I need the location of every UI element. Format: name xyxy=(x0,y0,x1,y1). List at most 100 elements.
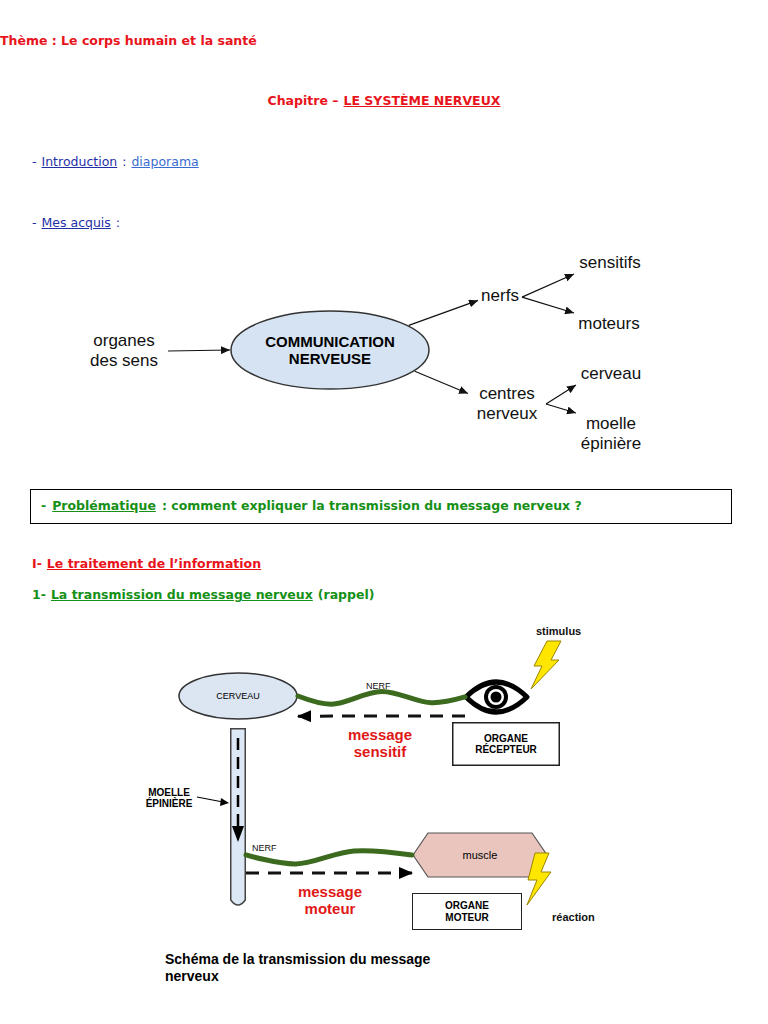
node-text: moteurs xyxy=(578,314,639,334)
text-row: Chapitre – LE SYSTÈME NERVEUX xyxy=(0,94,768,108)
eye-pupil xyxy=(491,692,502,703)
heading-text: Le traitement de l’information xyxy=(47,557,261,571)
concept-ellipse: COMMUNICATION NERVEUSE xyxy=(230,310,430,390)
node-text-group: organes des sens xyxy=(80,332,168,370)
heading-text: 1- xyxy=(32,588,46,602)
problem-box: -Problématique : comment expliquer la tra… xyxy=(30,489,732,524)
stimulus-lightning xyxy=(531,641,561,689)
leader-arrowhead xyxy=(220,798,229,806)
heading-text: I- xyxy=(32,557,42,571)
annotation-label: réaction xyxy=(552,911,595,924)
node-text-group: moelle épinière xyxy=(576,413,646,455)
eye-iris xyxy=(484,685,508,709)
concept-term: moteurs xyxy=(574,313,644,335)
node-text-group: COMMUNICATION NERVEUSE xyxy=(230,310,430,390)
concept-term: nerfs xyxy=(478,285,522,307)
node-text: moelle épinière xyxy=(576,414,646,453)
node-text-group: centres nerveux xyxy=(468,383,546,425)
node-text: : comment expliquer la transmission du m… xyxy=(162,499,582,513)
heading-text: - xyxy=(32,216,37,230)
node-text-group: sensitifs xyxy=(574,252,646,274)
text-row: -Mes acquis: xyxy=(32,216,120,230)
concept-term: centres nerveux xyxy=(468,383,546,425)
node-text-group: MOELLE ÉPINIÈRE xyxy=(140,784,198,812)
node-text: centres nerveux xyxy=(468,384,546,423)
heading-text: La transmission du message nerveux xyxy=(51,588,313,602)
node-text-group: -Problématique : comment expliquer la tra… xyxy=(31,490,731,523)
concept-term: moelle épinière xyxy=(576,413,646,455)
heading-text: : xyxy=(122,155,126,169)
heading-text: LE SYSTÈME NERVEUX xyxy=(344,94,501,108)
leader-line xyxy=(197,797,223,802)
node-text: COMMUNICATION NERVEUSE xyxy=(255,333,405,368)
node-text-group: cerveau xyxy=(576,363,646,385)
node-text-group: nerfs xyxy=(478,285,522,307)
figure-caption: Schéma de la transmission du message ner… xyxy=(165,951,465,985)
annotation-label: stimulus xyxy=(536,625,581,638)
brain-ellipse: CERVEAU xyxy=(178,672,298,720)
spinal-message-head xyxy=(232,826,244,842)
hexagon-outline xyxy=(413,833,547,877)
node-text: ORGANE MOTEUR xyxy=(432,900,502,923)
node-text: cerveau xyxy=(581,364,641,384)
message-arrow xyxy=(246,871,412,874)
concept-term: cerveau xyxy=(576,363,646,385)
node-text: sensitifs xyxy=(579,253,640,273)
node-text: - xyxy=(41,499,46,513)
reaction-lightning xyxy=(527,853,551,905)
page-title: Thème : Le corps humain et la santé xyxy=(0,34,257,48)
heading-text: Chapitre – xyxy=(268,94,339,108)
concept-term: sensitifs xyxy=(574,252,646,274)
eye-ring xyxy=(488,689,504,705)
node-text-group: moteurs xyxy=(574,313,644,335)
connector-label: NERF xyxy=(366,681,391,691)
nerve-line xyxy=(298,691,465,704)
node-text-group: ORGANE MOTEUR xyxy=(413,894,521,929)
node-text: nerfs xyxy=(481,286,519,306)
concept-arrow xyxy=(522,297,574,313)
connector-label: message moteur xyxy=(287,884,373,917)
node-text-group: ORGANE RÉCEPTEUR xyxy=(452,722,560,766)
connector-label: NERF xyxy=(252,843,277,853)
text-row: I- Le traitement de l’information xyxy=(32,557,261,571)
heading-text: Mes acquis xyxy=(42,216,111,230)
text-row: réaction xyxy=(552,911,595,924)
concept-arrow xyxy=(522,274,574,297)
motor-organ-box: ORGANE MOTEUR xyxy=(412,893,522,930)
spinal-message-dash xyxy=(237,738,240,828)
concept-arrow xyxy=(168,350,230,351)
node-text: muscle xyxy=(463,849,498,862)
ellipse-outline xyxy=(231,311,429,389)
heading-text: diaporama xyxy=(131,155,198,169)
shape-outline xyxy=(230,728,246,908)
node-text-group: muscle xyxy=(412,832,548,878)
heading-text: : xyxy=(116,216,120,230)
node-text-group: CERVEAU xyxy=(178,672,298,720)
node-text: Problématique xyxy=(52,499,156,513)
node-text: MOELLE ÉPINIÈRE xyxy=(140,787,198,810)
concept-arrow xyxy=(546,404,576,413)
receptor-box: ORGANE RÉCEPTEUR xyxy=(465,676,560,766)
concept-arrow xyxy=(409,300,478,325)
concept-arrow xyxy=(546,385,576,404)
message-arrow xyxy=(298,714,465,717)
node-text: organes des sens xyxy=(84,331,164,370)
spinal-cord-band: MOELLE ÉPINIÈRE xyxy=(230,728,246,908)
heading-text: Introduction xyxy=(42,155,118,169)
connector-label: message sensitif xyxy=(335,727,425,760)
concept-arrow xyxy=(415,371,468,393)
heading-text: (rappel) xyxy=(318,588,375,602)
box-outline xyxy=(453,723,560,766)
band-outline xyxy=(231,729,246,905)
ellipse-outline xyxy=(179,673,297,719)
heading-text: - xyxy=(32,155,37,169)
concept-term: organes des sens xyxy=(80,332,168,370)
eye-outline xyxy=(466,682,527,712)
node-text: CERVEAU xyxy=(216,691,259,701)
node-text: ORGANE RÉCEPTEUR xyxy=(466,733,546,756)
text-row: 1- La transmission du message nerveux (rap… xyxy=(32,588,374,602)
